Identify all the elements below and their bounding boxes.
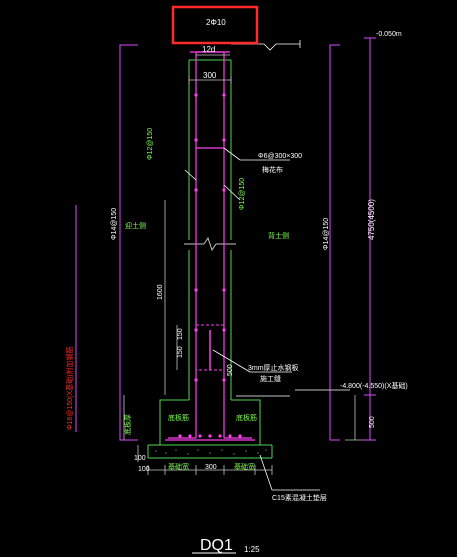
label-lap-12d: 12d <box>202 45 215 54</box>
drawing-scale: 1:25 <box>244 545 260 554</box>
label-dim-500b: 500 <box>369 416 376 428</box>
label-height-4750: 4750(4500) <box>367 199 376 240</box>
label-dim-500: 500 <box>227 364 234 376</box>
label-dim-150a: 150 <box>177 328 184 340</box>
label-elev-top: -0.050m <box>376 31 402 38</box>
label-tie-bar: Φ6@300×300 <box>258 153 302 160</box>
label-left-vert: 底板厚 <box>123 414 132 435</box>
rebar <box>165 51 255 441</box>
label-vbar-right: Φ12@150 <box>239 178 246 210</box>
label-base-left: 基础宽 <box>168 462 189 471</box>
label-vbar-left: Φ12@150 <box>147 128 154 160</box>
label-elev-bottom: -4.800(-4.550)(X基础) <box>340 381 408 390</box>
waterstop-box <box>195 324 225 371</box>
label-waterstop: 3mm厚止水钢板 <box>248 363 299 372</box>
label-waterstop2: 施工缝 <box>260 374 281 383</box>
label-red-note: Φ16@150(X基础)附加钢筋 <box>65 347 74 431</box>
drawing-title: DQ1 <box>200 537 233 554</box>
label-left-side: 迎土侧 <box>125 221 146 230</box>
label-base-right-small: 底板筋 <box>236 413 257 422</box>
label-base-right: 基础宽 <box>234 462 255 471</box>
label-height-1600: 1600 <box>157 284 164 300</box>
label-base-100b: 100 <box>138 466 150 473</box>
dimension-lines <box>123 54 365 475</box>
label-right-side: 背土侧 <box>268 231 289 240</box>
label-base-100a: 100 <box>134 455 146 462</box>
break-symbol <box>184 236 236 252</box>
label-inner-bar: Φ14@150 <box>323 218 330 250</box>
label-tie-note: 梅花布 <box>262 165 283 174</box>
wall-outline <box>147 59 273 459</box>
label-wall-width: 300 <box>203 71 217 80</box>
highlight-box <box>171 5 259 45</box>
rebar-dots <box>178 93 242 438</box>
label-cushion-note: C15素混凝土垫层 <box>272 493 327 502</box>
magenta-dims <box>119 37 376 441</box>
label-base-mid: 300 <box>205 464 217 471</box>
label-top-bars: 2Φ10 <box>206 18 226 27</box>
label-outer-bar: Φ14@150 <box>111 208 118 240</box>
cushion-hatch <box>155 449 267 455</box>
label-base-left-small: 底板筋 <box>168 413 189 422</box>
label-dim-150b: 150 <box>177 346 184 358</box>
